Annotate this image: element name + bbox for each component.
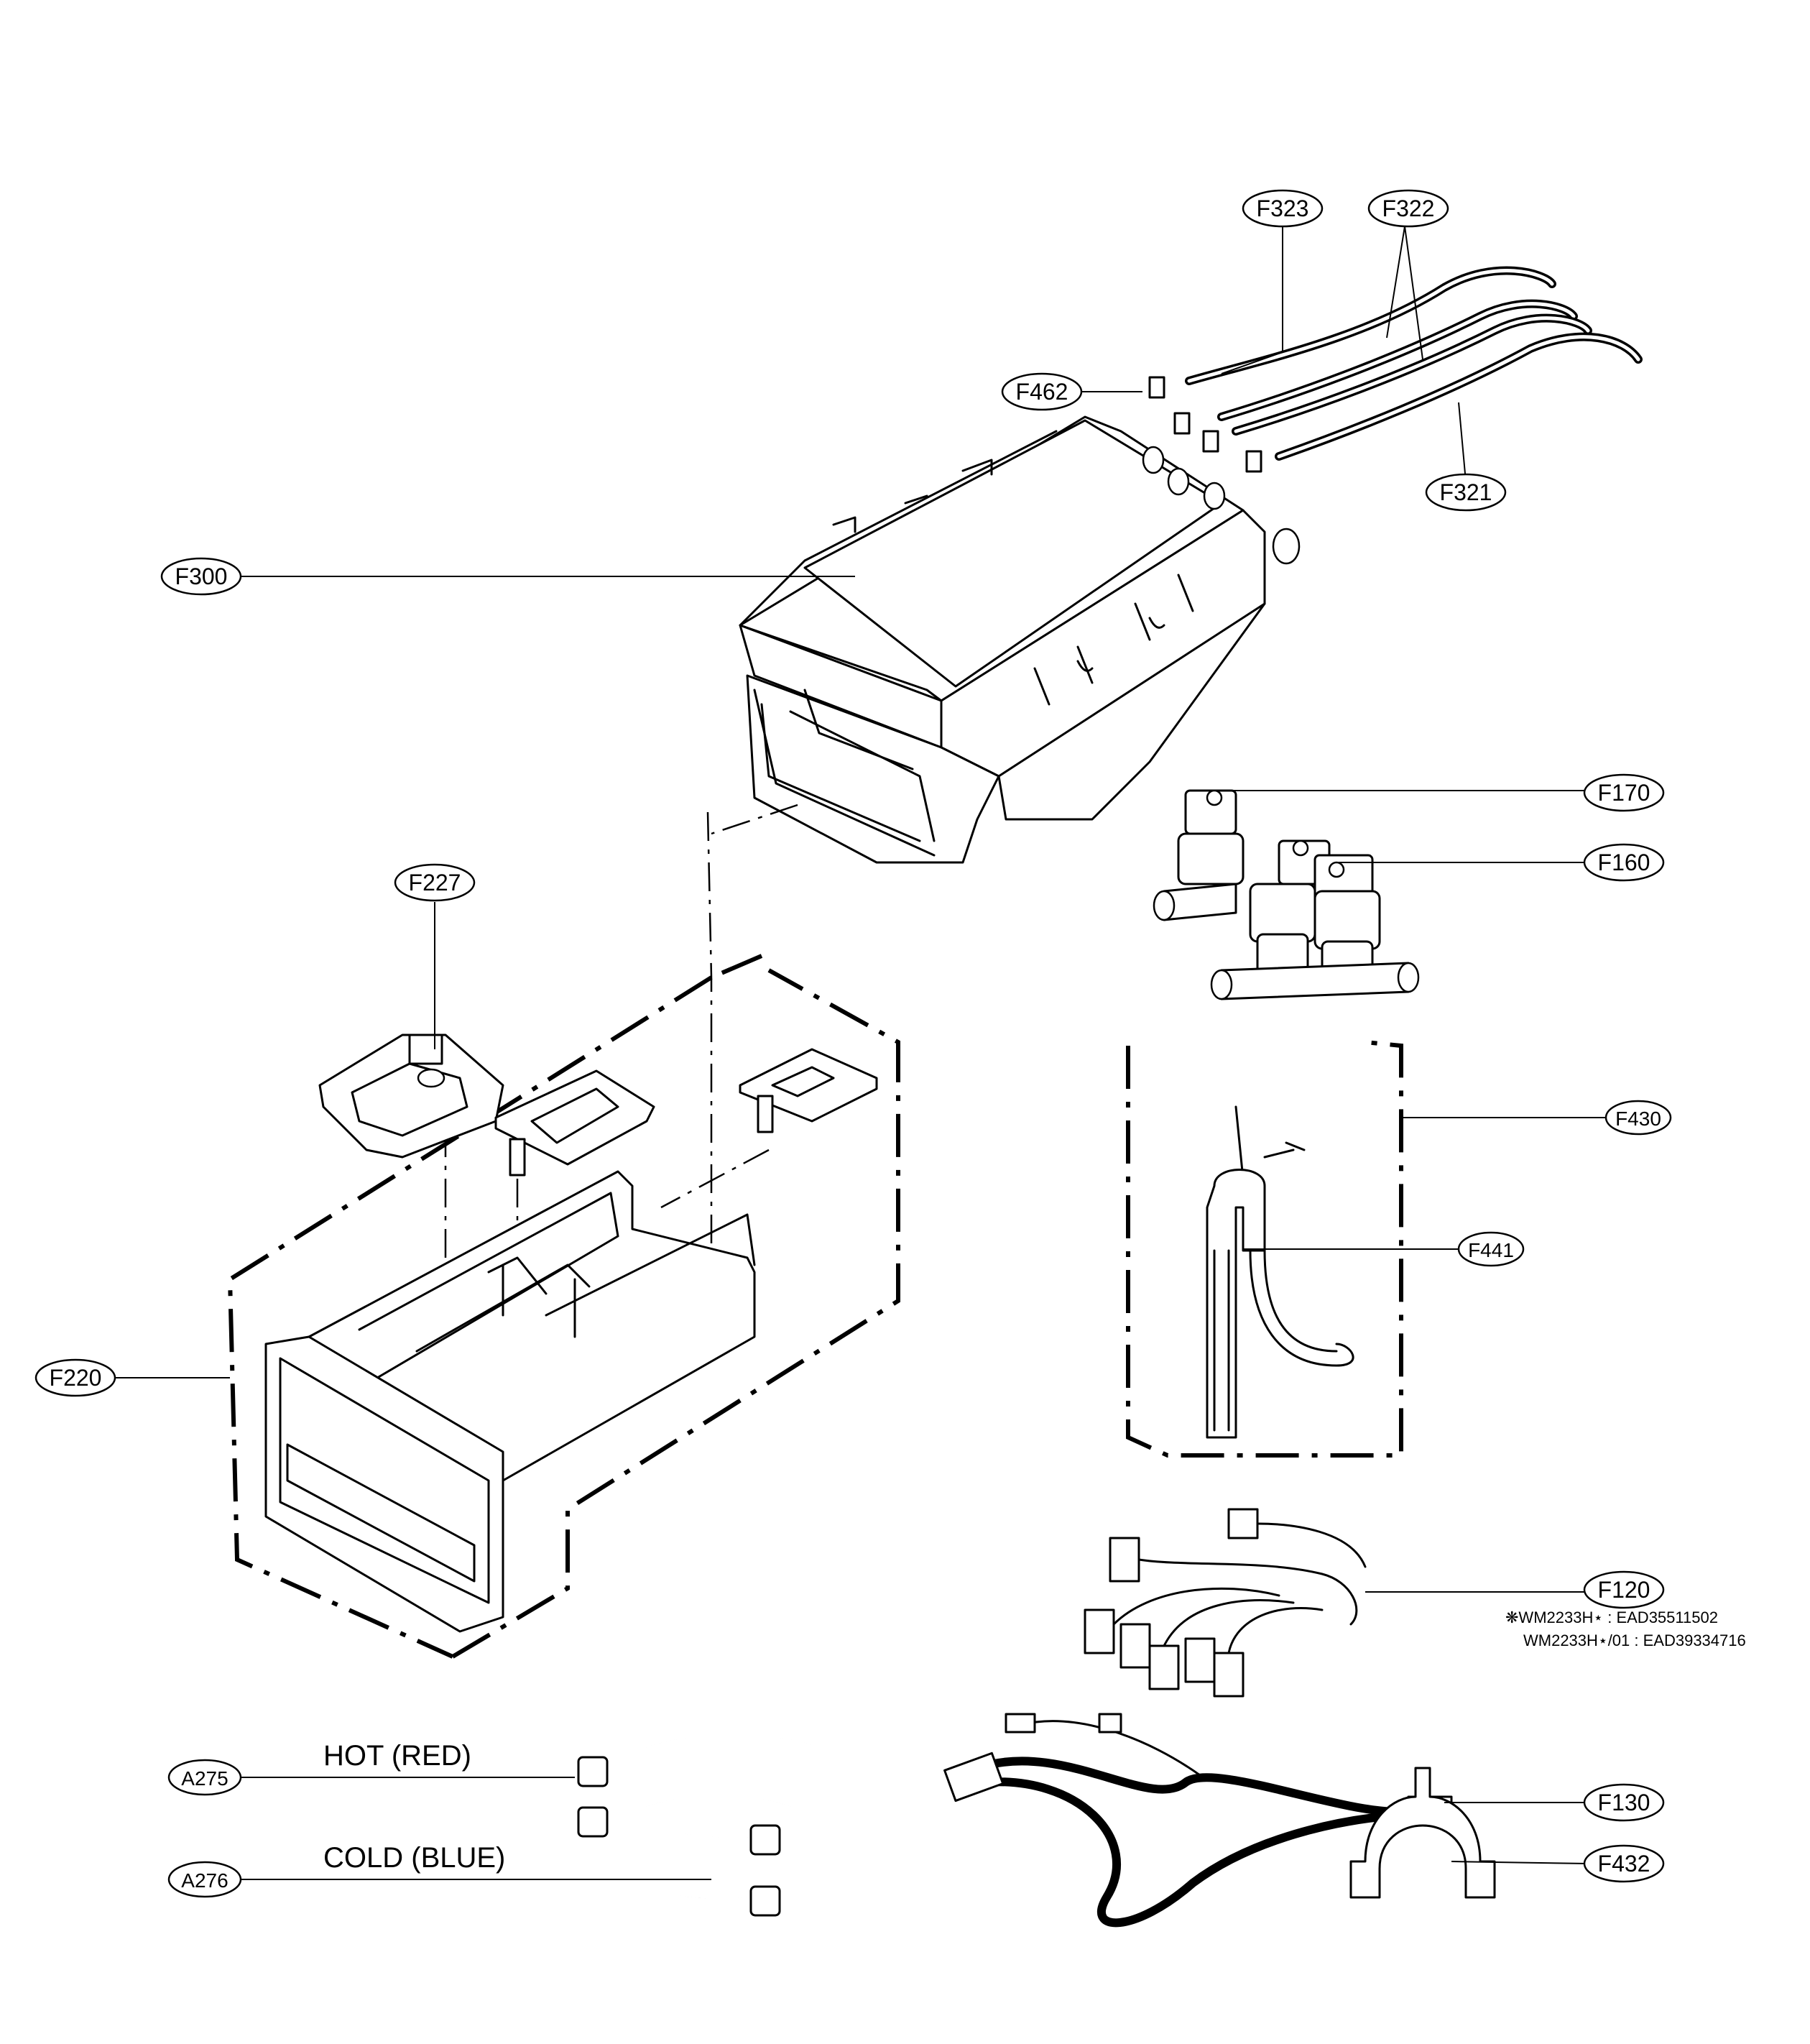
hose-clamp xyxy=(1245,450,1262,473)
cold-hose-caption: COLD (BLUE) xyxy=(323,1842,505,1874)
callout-f170: F170 xyxy=(1583,773,1665,812)
callout-f130: F130 xyxy=(1583,1783,1665,1822)
callout-label: F170 xyxy=(1598,780,1650,806)
callout-label: F300 xyxy=(175,563,228,589)
drain-assembly-group xyxy=(1126,1040,1403,1458)
callout-f432: F432 xyxy=(1583,1844,1665,1883)
callout-label: F227 xyxy=(409,870,461,896)
inlet-hoses xyxy=(1148,266,1643,473)
hose-clamp xyxy=(1202,430,1219,453)
water-valves xyxy=(1153,789,1420,1000)
callout-label: F432 xyxy=(1598,1851,1650,1877)
wire-harness-f120 xyxy=(1084,1508,1367,1698)
callout-f227: F227 xyxy=(394,863,476,902)
hose-clip xyxy=(1349,1767,1496,1899)
callout-f430: F430 xyxy=(1604,1100,1672,1136)
callout-label: F322 xyxy=(1382,195,1435,221)
detergent-drawer-group xyxy=(227,804,900,1659)
callout-label: F130 xyxy=(1598,1790,1650,1815)
callout-f462: F462 xyxy=(1001,372,1083,411)
f120-variant-note-2: WM2233H⋆/01 : EAD39334716 xyxy=(1523,1631,1746,1649)
callout-label: A276 xyxy=(181,1869,228,1892)
callout-f160: F160 xyxy=(1583,843,1665,882)
callout-label: F323 xyxy=(1257,195,1309,221)
callout-label: F441 xyxy=(1468,1239,1514,1261)
hot-hose-caption: HOT (RED) xyxy=(323,1740,471,1772)
leader-lines xyxy=(97,226,1610,1880)
callout-label: F430 xyxy=(1615,1108,1661,1130)
supply-hoses xyxy=(577,1734,864,1917)
callout-label: F120 xyxy=(1598,1577,1650,1603)
callout-f220: F220 xyxy=(34,1358,116,1397)
callout-f322: F322 xyxy=(1367,189,1449,228)
hose-clamp xyxy=(1148,376,1165,399)
callout-f323: F323 xyxy=(1242,189,1324,228)
hose-clamp xyxy=(1173,412,1191,435)
callout-label: F220 xyxy=(50,1365,102,1391)
callout-label: F462 xyxy=(1016,379,1068,405)
callout-label: F160 xyxy=(1598,850,1650,875)
f120-variant-note-1: ❋WM2233H⋆ : EAD35511502 xyxy=(1505,1608,1718,1626)
callout-f321: F321 xyxy=(1425,473,1507,512)
callout-f441: F441 xyxy=(1457,1231,1525,1267)
callout-f120: F120 xyxy=(1583,1570,1665,1609)
callout-label: F321 xyxy=(1440,479,1492,505)
callout-label: A275 xyxy=(181,1767,228,1790)
callout-f300: F300 xyxy=(160,557,242,596)
callout-a276: A276 xyxy=(167,1861,242,1898)
dispenser-housing xyxy=(739,415,1301,864)
callout-a275: A275 xyxy=(167,1759,242,1796)
